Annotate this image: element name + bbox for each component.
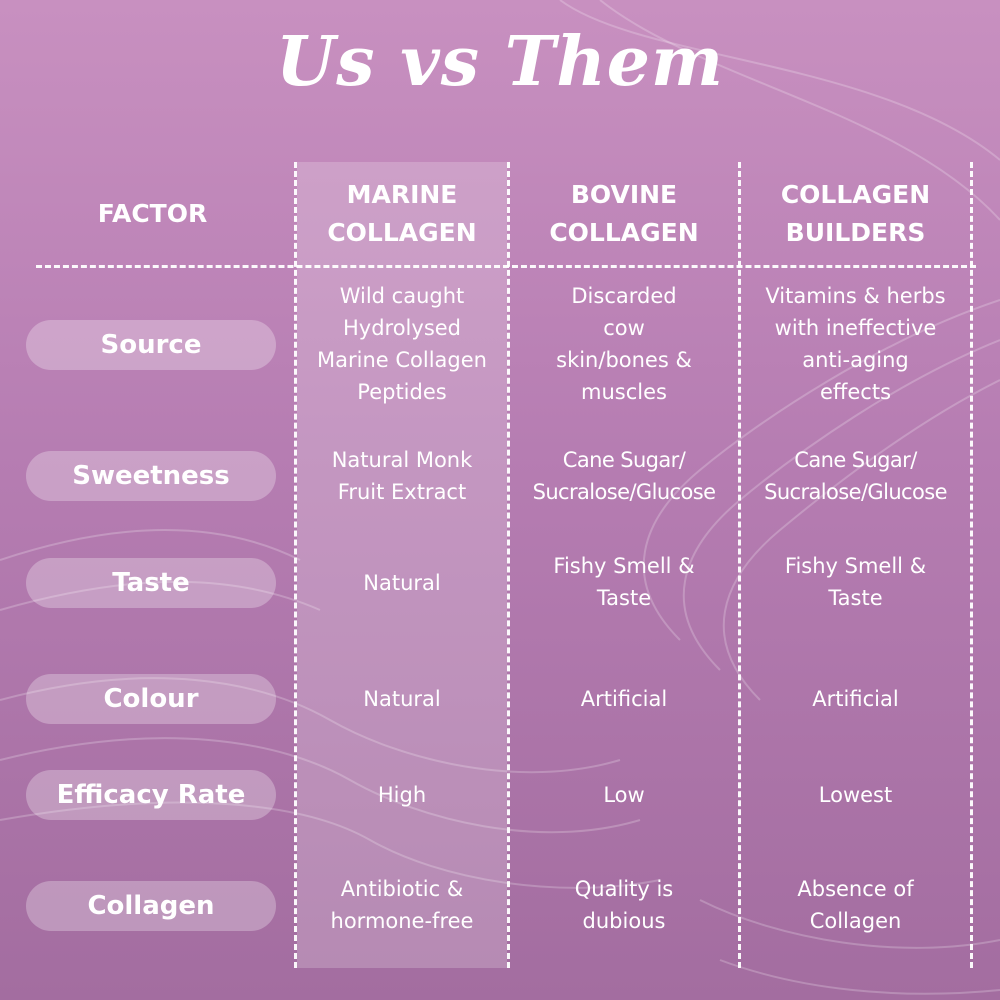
- column-divider: [970, 162, 973, 968]
- cell-taste-builders: Fishy Smell &Taste: [784, 554, 927, 610]
- factor-pill-taste: Taste: [26, 558, 276, 608]
- cell-colour-bovine: Artificial: [580, 687, 668, 711]
- cell-sweetness-builders: Cane Sugar/Sucralose/Glucose: [764, 448, 947, 504]
- page-title: Us vs Them: [276, 22, 724, 102]
- cell-sweetness-bovine: Cane Sugar/Sucralose/Glucose: [532, 448, 716, 504]
- cell-efficacy-marine: High: [377, 783, 427, 807]
- cell-efficacy-builders: Lowest: [818, 783, 893, 807]
- cell-efficacy-bovine: Low: [603, 783, 645, 807]
- column-divider: [738, 162, 741, 968]
- cell-collagen-marine: Antibiotic &hormone-free: [330, 877, 474, 933]
- factor-pill-source: Source: [26, 320, 276, 370]
- factor-pill-sweetness: Sweetness: [26, 451, 276, 501]
- factor-pill-collagen: Collagen: [26, 881, 276, 931]
- factor-pill-colour: Colour: [26, 674, 276, 724]
- cell-taste-marine: Natural: [363, 571, 441, 595]
- cell-colour-builders: Artificial: [812, 687, 899, 711]
- header-factor: FACTOR: [97, 199, 208, 228]
- cell-colour-marine: Natural: [363, 687, 441, 711]
- cell-taste-bovine: Fishy Smell &Taste: [553, 554, 695, 610]
- column-divider: [294, 162, 297, 968]
- highlight-column-marine: [297, 162, 507, 968]
- factor-pill-efficacy-rate: Efficacy Rate: [26, 770, 276, 820]
- column-divider: [507, 162, 510, 968]
- header-divider: [36, 265, 976, 268]
